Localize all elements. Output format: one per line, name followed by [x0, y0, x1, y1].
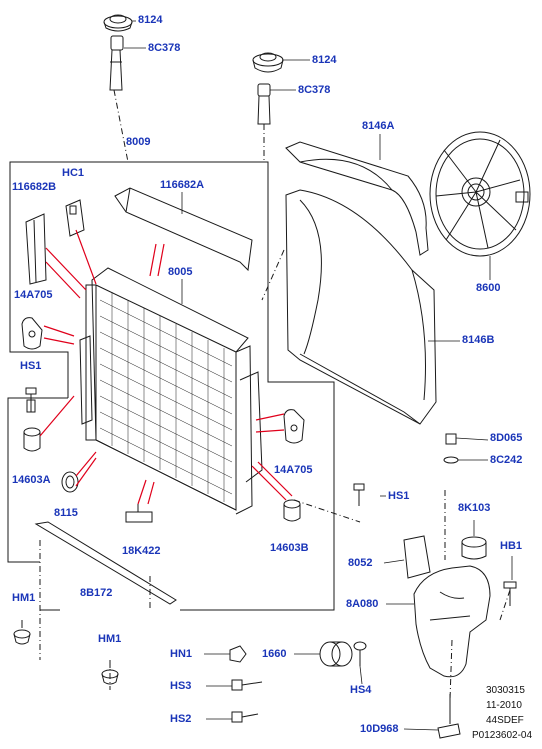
cap-8124-left — [103, 14, 133, 32]
callout-HB1: HB1 — [500, 540, 523, 552]
clip-HC1 — [65, 199, 85, 237]
callout-8B172: 8B172 — [80, 587, 113, 599]
callout-14A705-left: 14A705 — [14, 289, 53, 301]
callout-HM1-right: HM1 — [98, 633, 122, 645]
tank-8A080 — [413, 565, 491, 678]
footer-ref: P0123602-04 — [472, 730, 533, 741]
grommet-14603B — [283, 499, 301, 522]
callout-18K422: 18K422 — [122, 545, 161, 557]
callout-8C242: 8C242 — [490, 454, 523, 466]
bleed-tube-8C378-left — [109, 35, 124, 91]
bolt-HS4 — [353, 641, 367, 666]
callout-10D968: 10D968 — [360, 723, 399, 735]
callout-HS2: HS2 — [170, 713, 192, 725]
bolt-HB1 — [503, 581, 517, 606]
callout-8005: 8005 — [168, 266, 193, 278]
bleed-tube-8C378-right — [257, 83, 271, 125]
callout-116682B: 116682B — [12, 181, 57, 193]
callout-8K103: 8K103 — [458, 502, 491, 514]
grommet-14603A — [23, 427, 41, 452]
callout-8A080: 8A080 — [346, 598, 379, 610]
callout-HS3: HS3 — [170, 680, 192, 692]
bolt-HS1-right — [353, 483, 365, 506]
red-leaders — [39, 229, 293, 505]
deflector-8B172 — [34, 521, 177, 605]
shroud-8146B — [285, 189, 437, 425]
bracket-18K422 — [125, 504, 153, 523]
cap-8124-right — [252, 52, 284, 73]
radiator-8005 — [79, 267, 263, 515]
callout-14603A: 14603A — [12, 474, 51, 486]
callout-HM1-left: HM1 — [12, 592, 36, 604]
callout-HN1: HN1 — [170, 648, 193, 660]
callout-8D065: 8D065 — [490, 432, 523, 444]
footer-code: 3030315 — [486, 685, 525, 696]
washer-8C242 — [443, 456, 459, 464]
mount-1660 — [319, 641, 353, 667]
callout-8115: 8115 — [54, 507, 78, 519]
seal-116682A — [114, 187, 253, 272]
callout-HC1: HC1 — [62, 167, 85, 179]
bracket-14A705-right — [283, 409, 305, 444]
footer-date: 11-2010 — [486, 700, 522, 711]
footer-model: 44SDEF — [486, 715, 524, 726]
callout-8C378-left: 8C378 — [148, 42, 181, 54]
group-frame-8009 — [7, 161, 335, 611]
callout-1660: 1660 — [262, 648, 287, 660]
callout-HS4: HS4 — [350, 684, 372, 696]
plug-8D065 — [445, 433, 457, 445]
shroud-8146A — [285, 141, 429, 256]
callout-leaders — [124, 20, 513, 731]
bracket-14A705-left — [21, 317, 43, 350]
callout-8124-left: 8124 — [138, 14, 163, 26]
callout-116682A: 116682A — [160, 179, 205, 191]
callout-HS1-left: HS1 — [20, 360, 42, 372]
seal-116682B — [25, 213, 47, 285]
dash-dot-leaders — [39, 89, 511, 701]
callout-14603B: 14603B — [270, 542, 309, 554]
bolt-HS3 — [231, 679, 263, 691]
bolt-HS1-left — [25, 387, 37, 413]
callout-8052: 8052 — [348, 557, 373, 569]
callout-14A705-right: 14A705 — [274, 464, 313, 476]
callout-8C378-right: 8C378 — [298, 84, 331, 96]
callout-8124-right: 8124 — [312, 54, 337, 66]
callout-HS1-right: HS1 — [388, 490, 410, 502]
hose-10D968 — [437, 694, 461, 739]
fan-8600 — [429, 131, 531, 257]
callout-8146B: 8146B — [462, 334, 495, 346]
bolt-HS2 — [231, 711, 259, 723]
mount-HM1-left — [13, 620, 31, 645]
cap-8K103 — [461, 536, 487, 560]
mount-HM1-right — [101, 660, 119, 685]
bracket-8052 — [403, 535, 431, 579]
callout-8009: 8009 — [126, 136, 151, 148]
callout-8600: 8600 — [476, 282, 501, 294]
nut-HN1 — [229, 645, 247, 663]
radiator-core-fins — [99, 292, 233, 502]
clip-8115 — [61, 471, 79, 493]
callout-8146A: 8146A — [362, 120, 395, 132]
